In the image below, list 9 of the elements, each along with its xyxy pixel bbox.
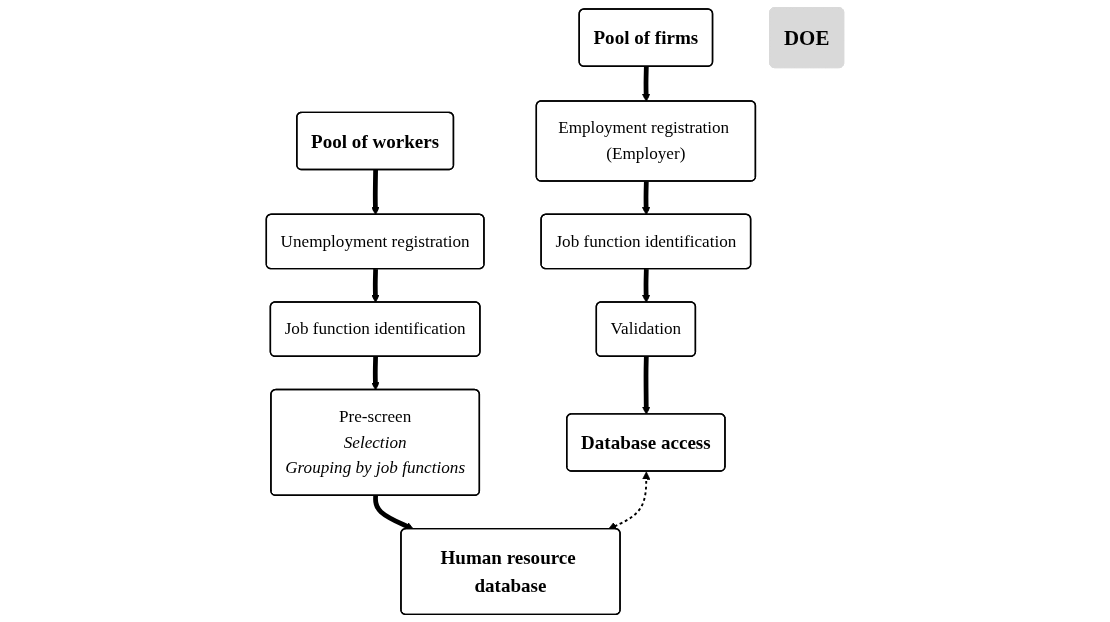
- arrow: [641, 269, 651, 303]
- arrow: [641, 66, 651, 102]
- arrow: [371, 170, 380, 216]
- arrow: [371, 269, 380, 303]
- arrow: [371, 356, 380, 391]
- arrow: [608, 471, 651, 530]
- arrow: [642, 356, 651, 415]
- arrow: [641, 181, 651, 216]
- arrow: [373, 495, 414, 530]
